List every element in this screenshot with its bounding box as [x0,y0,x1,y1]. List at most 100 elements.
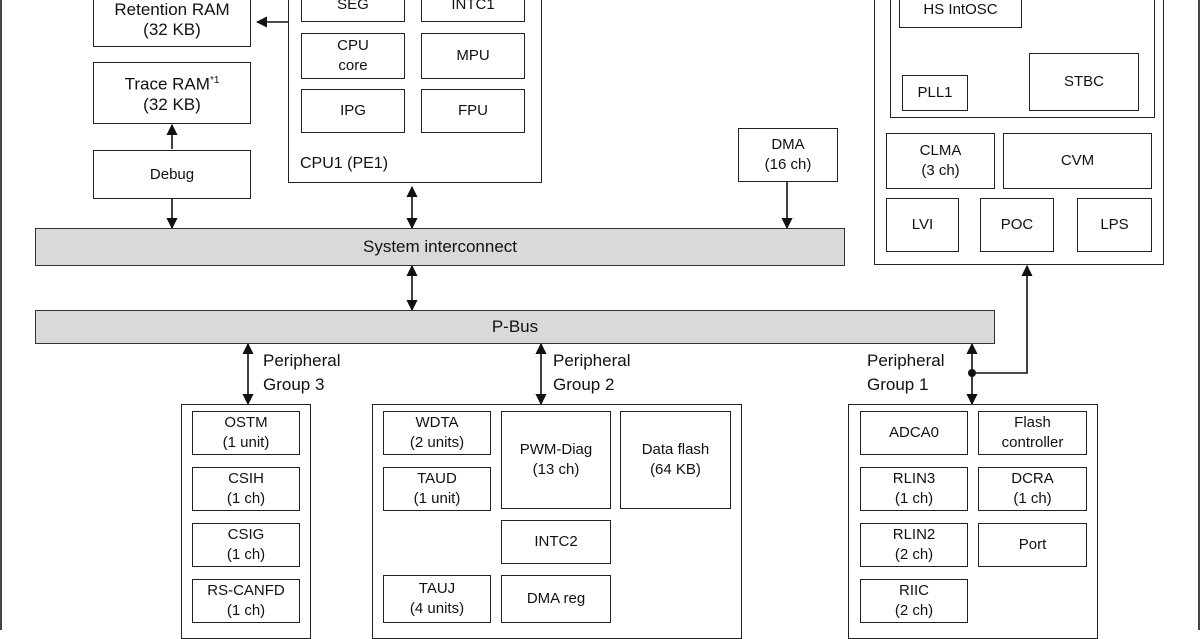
clma-name: CLMA [919,142,962,159]
port-label: Port [1018,536,1047,553]
dma-box: DMA (16 ch) [738,128,838,182]
poc-box: POC [980,198,1054,252]
data-flash-name: Data flash [641,441,710,458]
cpu-core-box: CPU core [301,33,405,79]
group1-label-line1: Peripheral [867,351,945,370]
cpu-core-line1: CPU [337,37,369,54]
lvi-label: LVI [911,216,934,233]
mpu-label: MPU [456,47,490,64]
retention-ram-name: Retention RAM [114,0,230,19]
seg-box: SEG [301,0,405,22]
tauj-name: TAUJ [418,580,456,597]
ipg-box: IPG [301,89,405,133]
pwm-diag-box: PWM-Diag (13 ch) [501,411,611,509]
trace-ram-name: Trace RAM [124,74,210,94]
group3-label-line1: Peripheral [263,351,341,370]
rlin2-box: RLIN2 (2 ch) [860,523,968,567]
flash-controller-box: Flash controller [978,411,1087,455]
rlin3-box: RLIN3 (1 ch) [860,467,968,511]
csig-count: (1 ch) [226,546,266,563]
poc-label: POC [1000,216,1034,233]
csih-box: CSIH (1 ch) [192,467,300,511]
rs-canfd-count: (1 ch) [226,602,266,619]
group3-label: Peripheral Group 3 [263,349,341,397]
rlin3-count: (1 ch) [894,490,934,507]
port-box: Port [978,523,1087,567]
debug-label: Debug [149,165,195,183]
adca0-box: ADCA0 [860,411,968,455]
group2-label-line1: Peripheral [553,351,631,370]
stbc-label: STBC [1063,73,1104,90]
dcra-count: (1 ch) [1013,490,1052,507]
tauj-count: (4 units) [409,600,465,617]
data-flash-size: (64 KB) [650,461,701,478]
clma-box: CLMA (3 ch) [886,133,995,189]
stbc-box: STBC [1029,53,1139,111]
dma-reg-label: DMA reg [526,590,586,607]
group2-label: Peripheral Group 2 [553,349,631,397]
csig-box: CSIG (1 ch) [192,523,300,567]
csih-name: CSIH [228,470,264,487]
intc1-label: INTC1 [451,0,495,13]
p-bus-label: P-Bus [491,317,539,336]
intc1-box: INTC1 [421,0,525,22]
junction-dot [968,369,976,377]
wdta-box: WDTA (2 units) [383,411,491,455]
intc2-box: INTC2 [501,520,611,564]
rs-canfd-box: RS-CANFD (1 ch) [192,579,300,623]
cpu-core-line2: core [338,57,368,74]
retention-ram-size: (32 KB) [143,19,201,39]
adca0-label: ADCA0 [888,424,940,441]
lps-label: LPS [1100,216,1129,233]
dcra-name: DCRA [1011,470,1054,487]
taud-name: TAUD [417,470,457,487]
pwm-diag-name: PWM-Diag [519,441,593,458]
rlin2-count: (2 ch) [894,546,934,563]
rs-canfd-name: RS-CANFD [207,582,285,599]
group1-label-line2: Group 1 [867,375,929,394]
pll1-label: PLL1 [917,84,953,101]
ostm-count: (1 unit) [222,434,270,451]
fpu-box: FPU [421,89,525,133]
ostm-box: OSTM (1 unit) [192,411,300,455]
fpu-label: FPU [458,102,488,119]
trace-ram-box: Trace RAM*1 (32 KB) [93,62,251,124]
hs-intosc-label: HS IntOSC [923,1,998,18]
flash-controller-line2: controller [1001,434,1064,451]
ipg-label: IPG [340,102,366,119]
csih-count: (1 ch) [226,490,266,507]
lvi-box: LVI [886,198,959,252]
trace-ram-note: *1 [209,75,220,87]
csig-name: CSIG [227,526,265,543]
dma-reg-box: DMA reg [501,575,611,623]
riic-name: RIIC [899,582,929,599]
retention-ram-box: Retention RAM (32 KB) [93,0,251,47]
wdta-name: WDTA [415,414,459,431]
riic-count: (2 ch) [894,602,934,619]
data-flash-box: Data flash (64 KB) [620,411,731,509]
tauj-box: TAUJ (4 units) [383,575,491,623]
p-bus: P-Bus [35,310,995,344]
mpu-box: MPU [421,33,525,79]
rlin2-name: RLIN2 [892,526,936,543]
dma-name: DMA [771,136,805,153]
pll1-box: PLL1 [902,75,968,111]
pwm-diag-count: (13 ch) [532,461,580,478]
group3-label-line2: Group 3 [263,375,325,394]
riic-box: RIIC (2 ch) [860,579,968,623]
taud-count: (1 unit) [413,490,461,507]
rlin3-name: RLIN3 [892,470,936,487]
dcra-box: DCRA (1 ch) [978,467,1087,511]
group1-label: Peripheral Group 1 [867,349,945,397]
flash-controller-line1: Flash [1014,414,1051,431]
taud-box: TAUD (1 unit) [383,467,491,511]
cvm-label: CVM [1060,152,1095,169]
group2-label-line2: Group 2 [553,375,615,394]
hs-intosc-box: HS IntOSC [899,0,1022,28]
cvm-box: CVM [1003,133,1152,189]
dma-channels: (16 ch) [764,156,812,173]
system-interconnect-label: System interconnect [362,237,517,256]
seg-label: SEG [337,0,369,13]
